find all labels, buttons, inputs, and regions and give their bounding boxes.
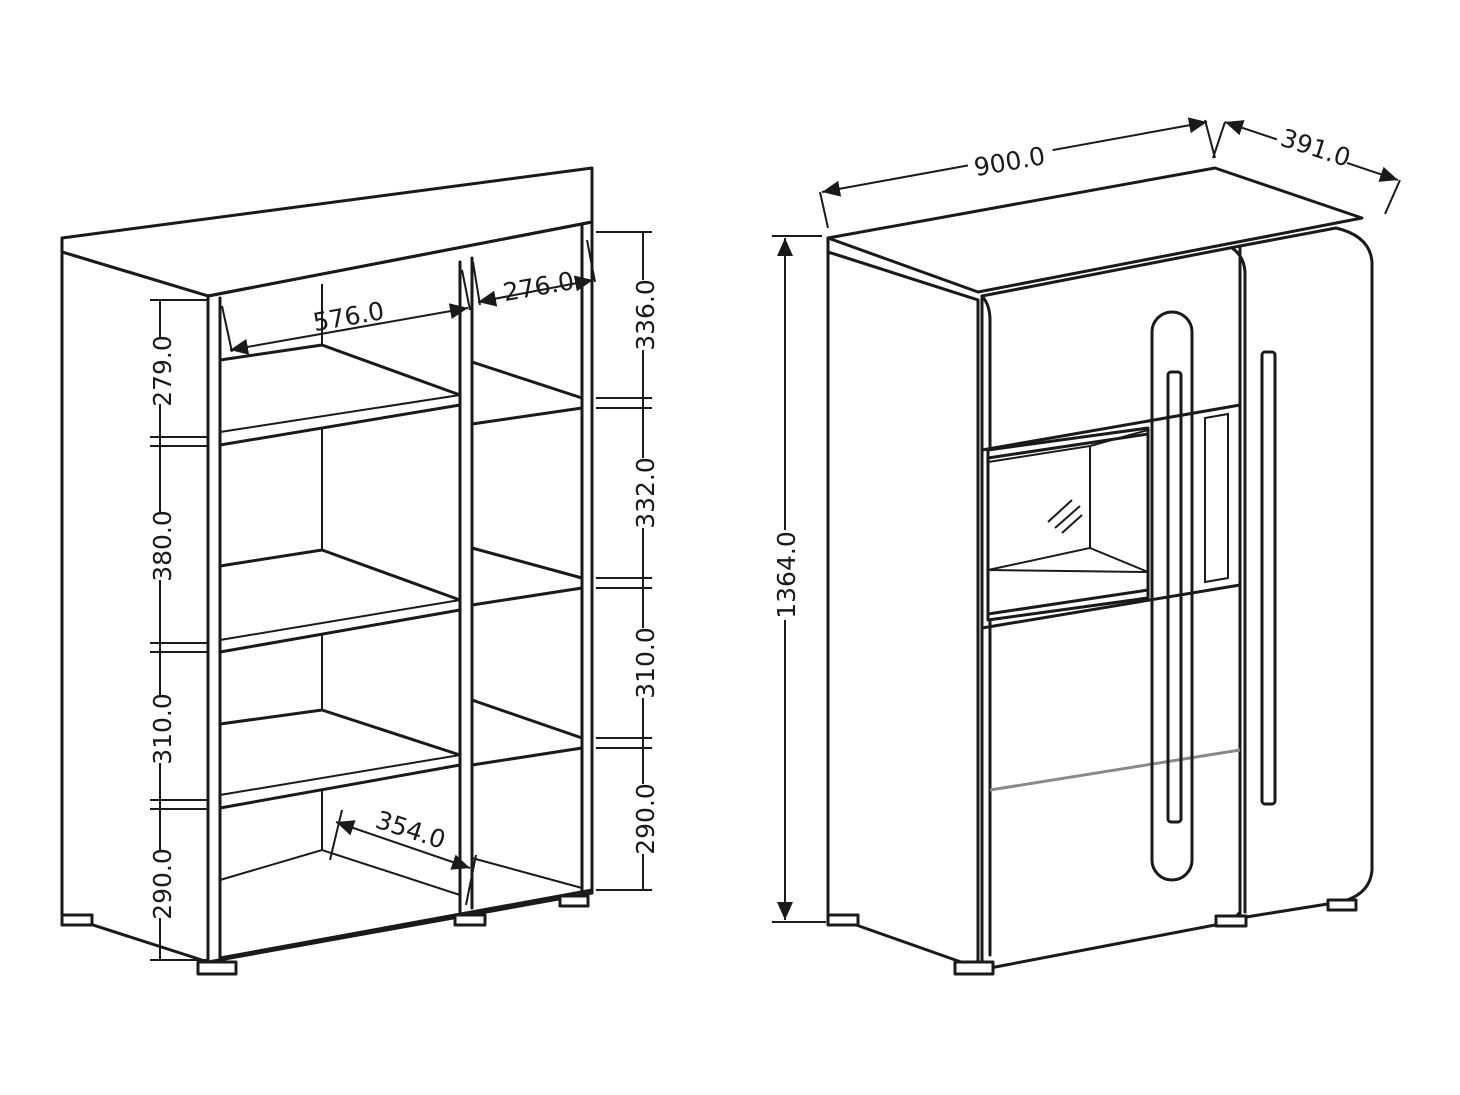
dim-left-height-2: 380.0: [148, 510, 177, 582]
dim-right-height-3: 310.0: [631, 627, 660, 699]
dim-left-height-4: 290.0: [148, 848, 177, 920]
dim-left-height-3: 310.0: [148, 693, 177, 765]
open-shelf-unit: 576.0 276.0 354.0 279.0 380.0 310.0: [60, 166, 660, 976]
dim-cabinet-width: 900.0: [972, 141, 1048, 182]
dim-cabinet-height: 1364.0: [772, 531, 801, 618]
dim-right-height-2: 332.0: [631, 457, 660, 529]
dim-right-height-1: 336.0: [631, 279, 660, 351]
glass-cabinet: 900.0 391.0 1364.0: [772, 117, 1401, 976]
right-height-chain: 336.0 332.0 310.0 290.0: [596, 231, 660, 891]
dim-right-height-4: 290.0: [631, 783, 660, 855]
dim-left-height-1: 279.0: [148, 335, 177, 407]
left-height-chain: 279.0 380.0 310.0 290.0: [148, 299, 208, 961]
dim-top-right-width: 276.0: [501, 266, 577, 307]
dim-cabinet-depth: 391.0: [1277, 123, 1354, 173]
